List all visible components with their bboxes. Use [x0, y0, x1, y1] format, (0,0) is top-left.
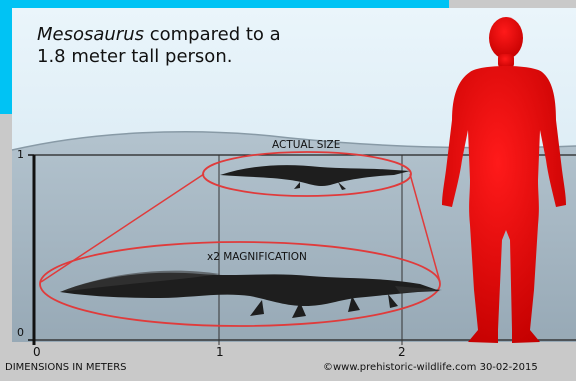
x-tick-label-1: 1 [216, 345, 224, 359]
x-tick-label-2: 2 [398, 345, 406, 359]
title-line1-rest: compared to a [144, 24, 281, 45]
x-axis-label: DIMENSIONS IN METERS [5, 362, 127, 373]
credit-text: ©www.prehistoric-wildlife.com 30-02-2015 [323, 362, 538, 373]
y-tick-label-0: 0 [17, 326, 24, 339]
title-species-name: Mesosaurus [37, 24, 144, 45]
actual-size-label: ACTUAL SIZE [272, 139, 340, 151]
x-tick-label-0: 0 [33, 345, 41, 359]
magnification-label: x2 MAGNIFICATION [207, 251, 307, 263]
y-tick-label-1: 1 [17, 148, 24, 161]
title-line2: 1.8 meter tall person. [37, 46, 232, 67]
